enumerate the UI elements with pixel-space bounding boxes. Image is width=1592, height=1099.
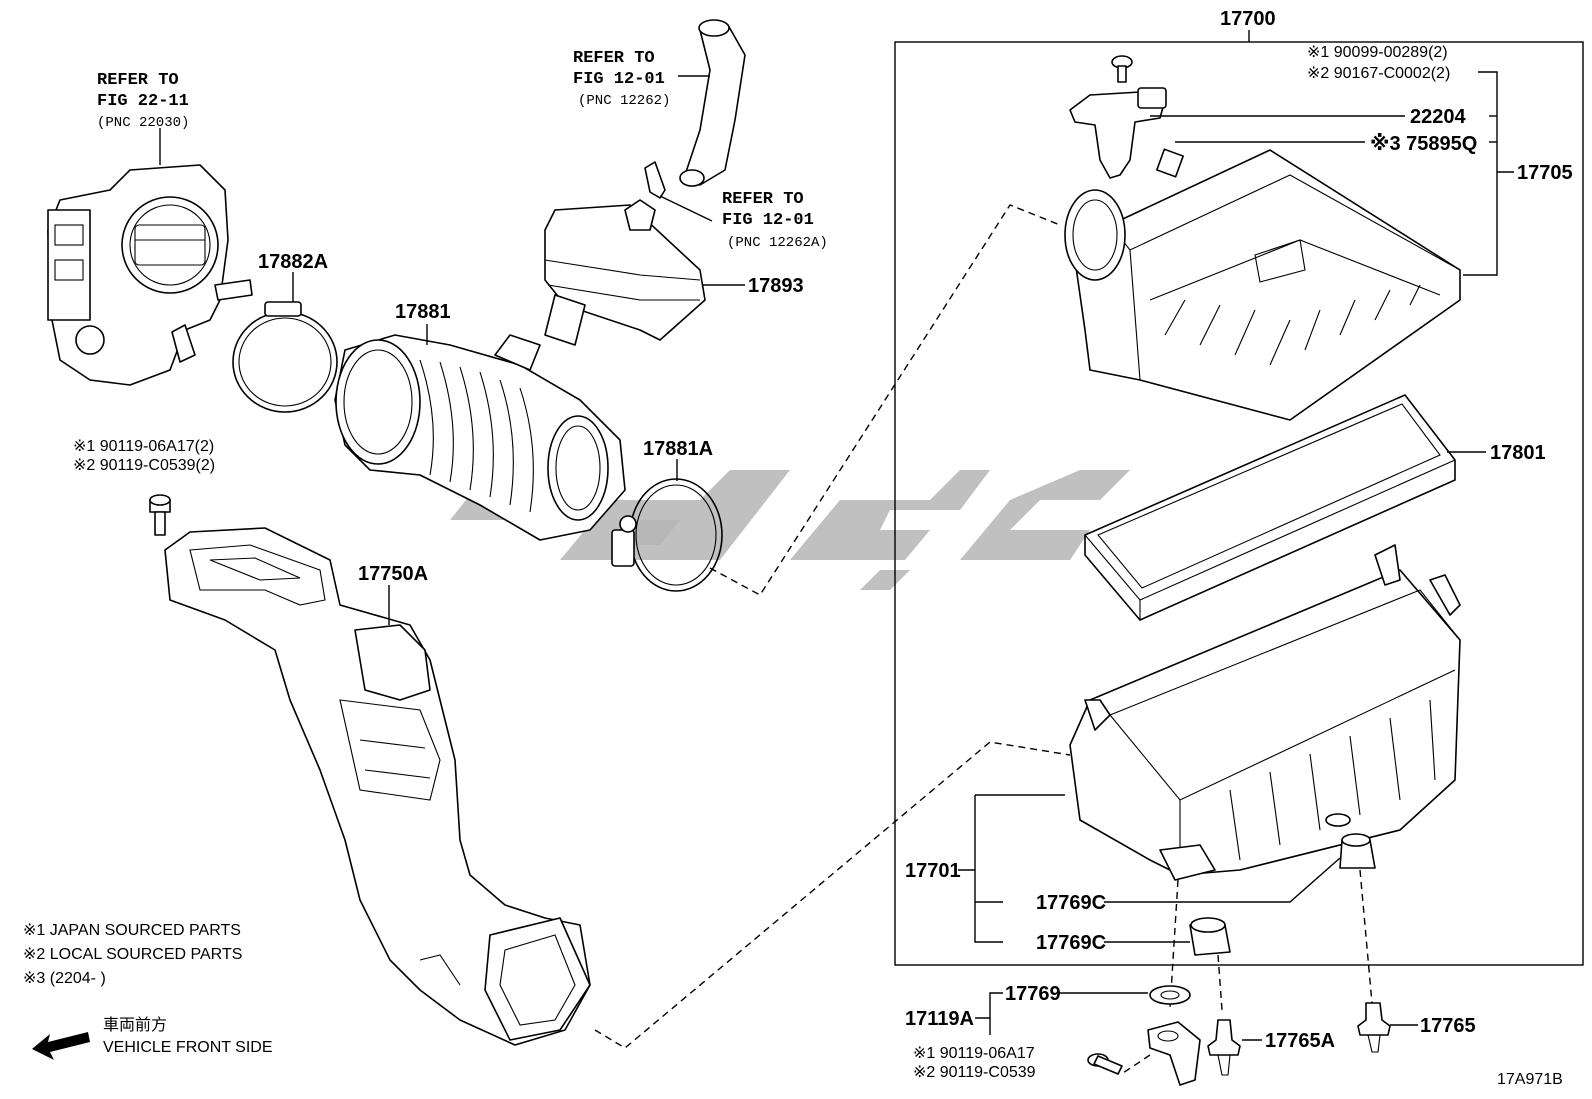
grommet-right-illustration bbox=[1339, 833, 1376, 869]
intake-hose-17881-illustration bbox=[334, 334, 626, 541]
clip-ref-line3: (PNC 12262A) bbox=[727, 235, 828, 251]
mount-17765A-illustration bbox=[1207, 1019, 1241, 1076]
air-inlet-duct-17750A-illustration bbox=[164, 527, 591, 1046]
hose-ref-line1: REFER TO bbox=[573, 49, 655, 68]
resonator-17893-illustration bbox=[544, 199, 706, 346]
assembly-number-label: 17700 bbox=[1220, 8, 1276, 30]
bracket-17119A-illustration bbox=[1147, 1021, 1201, 1086]
bolt-bottom-line1: ※1 90119-06A17 bbox=[913, 1045, 1035, 1062]
bolt-top-line2: ※2 90167-C0002(2) bbox=[1307, 65, 1450, 82]
clamp-17882A-illustration bbox=[232, 301, 338, 413]
part-75895Q-label: ※3 75895Q bbox=[1370, 133, 1477, 155]
hose-ref-line2: FIG 12-01 bbox=[573, 70, 665, 89]
air-cleaner-cap-17705-illustration bbox=[1064, 149, 1461, 421]
part-17893-label: 17893 bbox=[748, 275, 804, 297]
part-17769C-label-a: 17769C bbox=[1036, 892, 1106, 914]
connector-duct-to-case bbox=[594, 741, 1071, 1049]
front-label-en: VEHICLE FRONT SIDE bbox=[103, 1039, 273, 1056]
bolt-left-line2: ※2 90119-C0539(2) bbox=[73, 457, 215, 474]
grommet-lower-illustration bbox=[1189, 917, 1231, 956]
vehicle-front-arrow-icon bbox=[32, 1032, 90, 1060]
note-japan-sourced: ※1 JAPAN SOURCED PARTS bbox=[23, 922, 241, 939]
air-filter-element-17801-illustration bbox=[1084, 394, 1456, 621]
clip-ref-line2: FIG 12-01 bbox=[722, 211, 814, 230]
throttle-ref-line1: REFER TO bbox=[97, 71, 179, 90]
note-local-sourced: ※2 LOCAL SOURCED PARTS bbox=[23, 946, 242, 963]
front-label-jp: 車両前方 bbox=[103, 1016, 167, 1034]
part-22204-label: 22204 bbox=[1410, 106, 1466, 128]
throttle-ref-line3: (PNC 22030) bbox=[97, 115, 189, 131]
insulator-17769-illustration bbox=[1149, 985, 1191, 1005]
bolt-left-line1: ※1 90119-06A17(2) bbox=[73, 438, 214, 455]
mass-air-flow-sensor-illustration bbox=[1069, 87, 1184, 179]
part-17882A-label: 17882A bbox=[258, 251, 328, 273]
air-cleaner-case-17701-illustration bbox=[1069, 544, 1461, 881]
breather-hose-illustration bbox=[644, 19, 746, 199]
part-17801-label: 17801 bbox=[1490, 442, 1546, 464]
note-date-range: ※3 (2204- ) bbox=[23, 970, 106, 987]
diagram-code: 17A971B bbox=[1497, 1071, 1563, 1088]
throttle-body-illustration bbox=[47, 164, 253, 386]
bolt-top-illustration bbox=[1111, 55, 1133, 83]
part-17701-label: 17701 bbox=[905, 860, 961, 882]
assembly-frame bbox=[894, 41, 1584, 966]
clamp-17881A-illustration bbox=[611, 478, 723, 592]
bolt-top-line1: ※1 90099-00289(2) bbox=[1307, 44, 1448, 61]
part-17119A-label: 17119A bbox=[905, 1008, 974, 1030]
part-17769-label: 17769 bbox=[1005, 983, 1061, 1005]
throttle-ref-line2: FIG 22-11 bbox=[97, 92, 189, 111]
part-17750A-label: 17750A bbox=[358, 563, 428, 585]
bolt-bottom-illustration bbox=[1087, 1053, 1123, 1075]
part-17881-label: 17881 bbox=[395, 301, 451, 323]
hose-ref-line3: (PNC 12262) bbox=[578, 93, 670, 109]
part-17765-label: 17765 bbox=[1420, 1015, 1476, 1037]
part-17881A-label: 17881A bbox=[643, 438, 713, 460]
mount-17765-illustration bbox=[1357, 1002, 1391, 1053]
bolt-bottom-line2: ※2 90119-C0539 bbox=[913, 1064, 1036, 1081]
part-17765A-label: 17765A bbox=[1265, 1030, 1335, 1052]
bolt-left-illustration bbox=[149, 494, 171, 536]
connector-hose-to-cleaner bbox=[709, 204, 1061, 596]
part-17769C-label-b: 17769C bbox=[1036, 932, 1106, 954]
clip-ref-line1: REFER TO bbox=[722, 190, 804, 209]
part-17705-label: 17705 bbox=[1517, 162, 1573, 184]
